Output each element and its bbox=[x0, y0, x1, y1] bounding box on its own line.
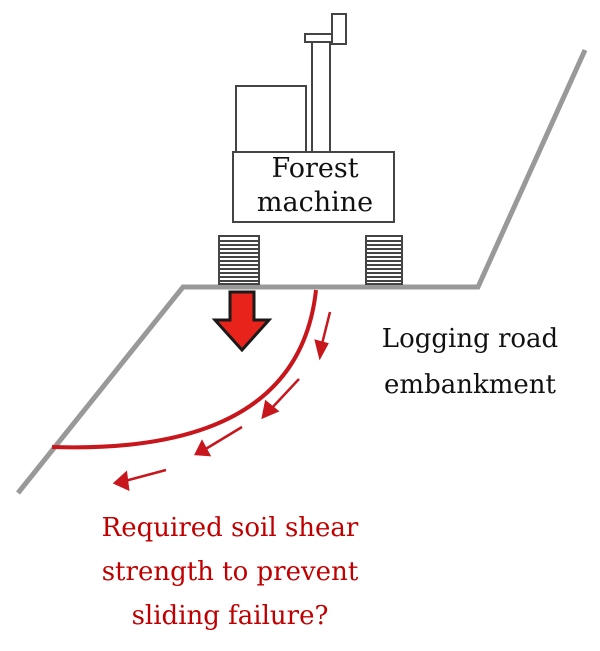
road-label: Logging road embankment bbox=[372, 316, 568, 408]
machine-arm-top bbox=[304, 33, 336, 43]
machine-exhaust bbox=[331, 13, 347, 45]
machine-track-right bbox=[365, 235, 403, 285]
machine-track-left bbox=[218, 235, 260, 285]
question-label-line: strength to prevent bbox=[101, 557, 359, 587]
road-label-line: embankment bbox=[384, 370, 556, 400]
arrow-icon bbox=[112, 468, 167, 492]
machine-arm bbox=[311, 33, 331, 153]
arrow-icon bbox=[314, 311, 332, 361]
machine-label-line: Forest bbox=[271, 153, 359, 184]
question-label-line: sliding failure? bbox=[131, 601, 329, 631]
machine-body bbox=[232, 151, 395, 223]
machine-label: Forest machine bbox=[236, 152, 394, 220]
question-label-line: Required soil shear bbox=[101, 513, 359, 543]
failure-surface bbox=[51, 289, 318, 450]
arrow-icon bbox=[261, 378, 300, 420]
down-arrow-icon bbox=[211, 290, 273, 353]
slip-arrows bbox=[112, 311, 332, 492]
road-label-line: Logging road bbox=[381, 324, 559, 354]
machine-label-line: machine bbox=[256, 187, 374, 218]
arrow-icon bbox=[194, 425, 243, 457]
ground-profile bbox=[16, 48, 588, 495]
question-label: Required soil shear strength to prevent … bbox=[80, 506, 380, 638]
forest-machine bbox=[218, 13, 403, 285]
machine-cab bbox=[235, 85, 307, 153]
